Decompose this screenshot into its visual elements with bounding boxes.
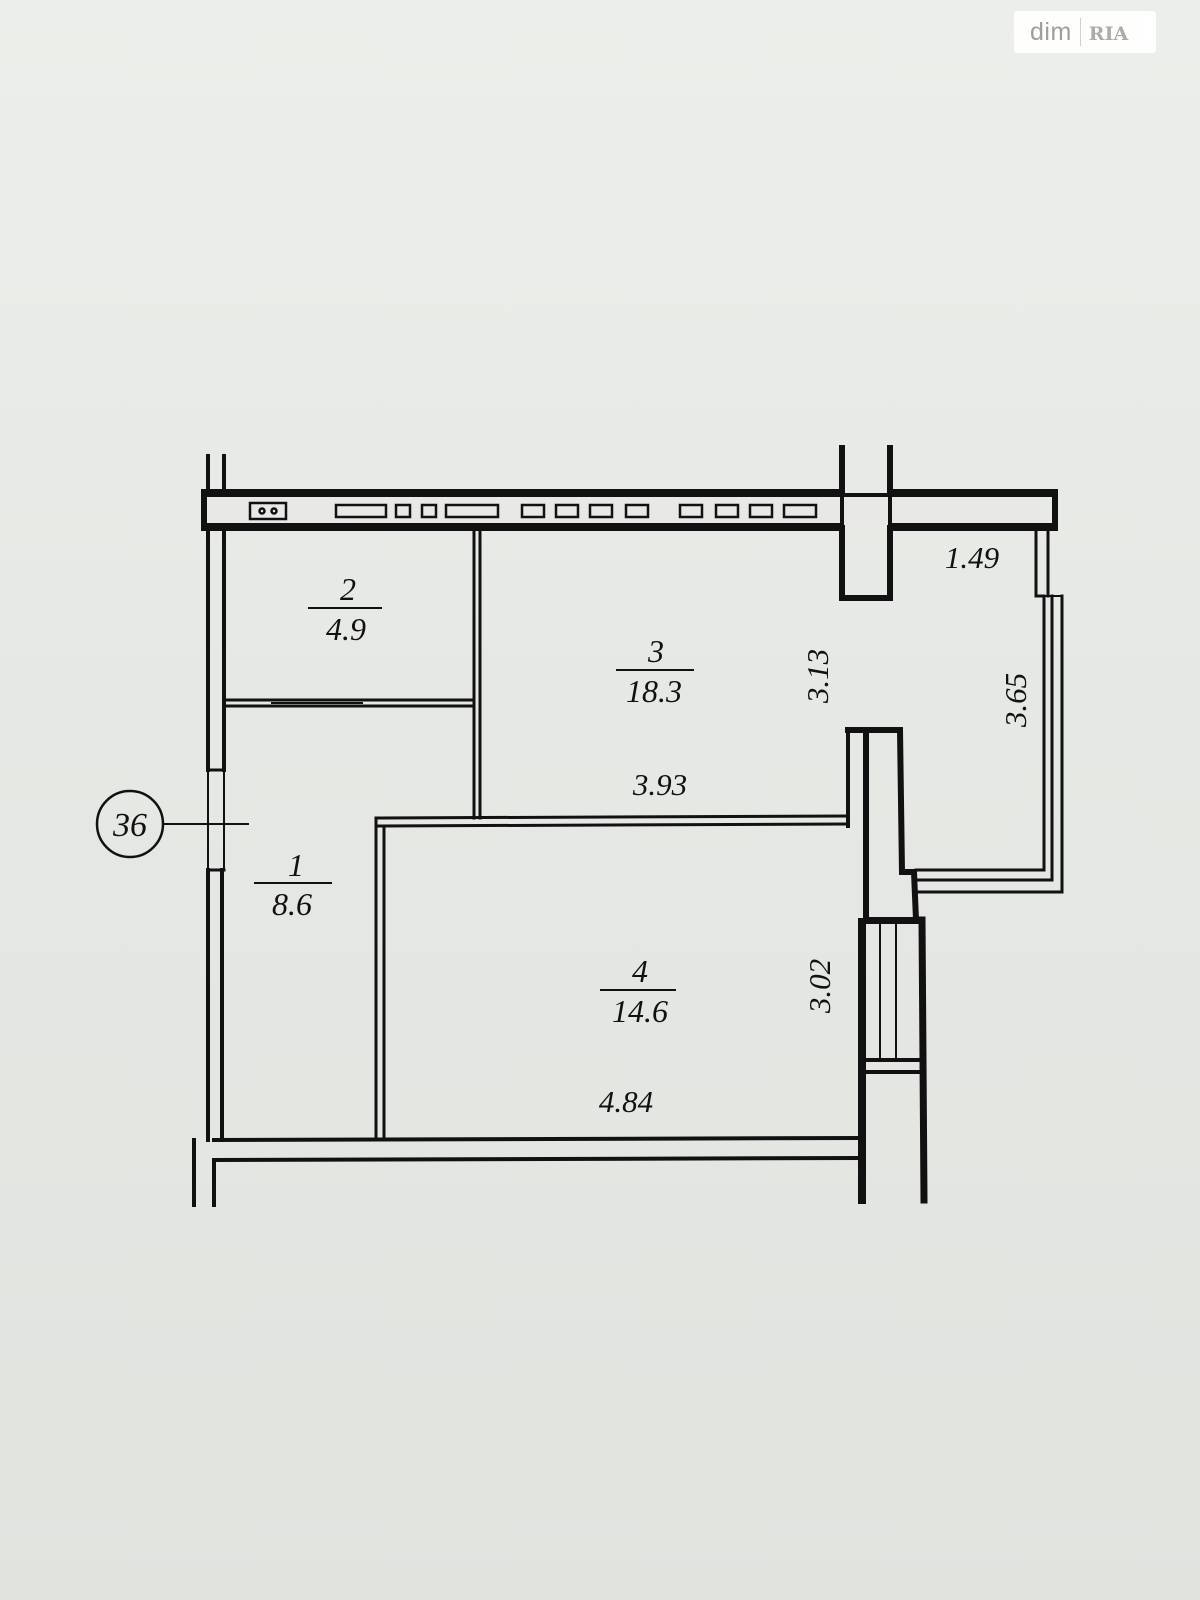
room-2-number: 2	[340, 571, 356, 607]
left-wall	[192, 454, 226, 1207]
dim-room3-depth: 3.13	[800, 649, 835, 704]
dimension-labels: 1.49 3.93 4.84 3.13 3.65 3.02	[599, 540, 1033, 1119]
right-wall	[845, 727, 928, 1204]
balcony-outline	[914, 526, 1064, 894]
vent-ducts	[248, 501, 818, 521]
room-4-number: 4	[632, 953, 648, 989]
room-3-area: 18.3	[626, 673, 682, 709]
dim-room4-width: 4.84	[599, 1084, 653, 1119]
room-1-area: 8.6	[272, 886, 312, 922]
room-2-area: 4.9	[326, 611, 366, 647]
room-3-label: 3 18.3	[616, 633, 694, 709]
room-4-area: 14.6	[612, 993, 668, 1029]
watermark-divider	[1079, 18, 1081, 46]
top-wall	[201, 445, 1058, 601]
watermark-brand: dim	[1030, 17, 1072, 46]
room-4-label: 4 14.6	[600, 953, 676, 1029]
axis-marker	[95, 789, 249, 859]
room-3-number: 3	[647, 633, 664, 669]
axis-marker-label: 36	[112, 807, 147, 844]
dim-room4-depth: 3.02	[802, 959, 837, 1014]
dim-room3-width: 3.93	[632, 767, 687, 802]
room-1-label: 1 8.6	[254, 847, 332, 922]
watermark-brand-ria: RIA	[1088, 23, 1129, 45]
dim-balcony-width: 1.49	[945, 540, 999, 575]
dim-balcony-length: 3.65	[998, 673, 1033, 728]
room-1-number: 1	[288, 847, 304, 883]
bottom-wall	[211, 1135, 863, 1163]
partitions	[222, 528, 850, 1140]
watermark-logo: dim RIA	[1014, 11, 1156, 53]
room-labels: 2 4.9 3 18.3 1 8.6 4 14.6	[254, 571, 694, 1029]
room-2-label: 2 4.9	[308, 571, 382, 647]
